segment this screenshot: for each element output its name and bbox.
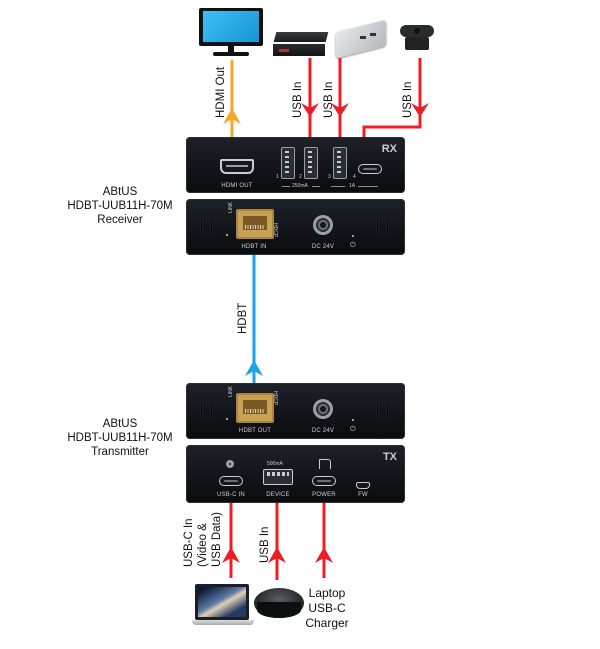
- link-led: [226, 234, 228, 236]
- usb-c-port-4[interactable]: [358, 164, 382, 174]
- usbc-in-label-line-1: USB-C In: [183, 518, 195, 567]
- usb-in-label-bottom: USB In: [259, 526, 271, 563]
- hdbt-arrowhead: [245, 360, 263, 376]
- power-led: [352, 419, 354, 421]
- led-indicator: [226, 460, 234, 468]
- webcam-icon: [400, 25, 434, 53]
- vent: [210, 401, 213, 417]
- group-label-250ma: 250mA: [292, 183, 308, 189]
- link-label: LINK: [228, 385, 234, 397]
- transmitter-rear-panel: LINK HDCP HDBT OUT DC 24V ⏻: [186, 383, 405, 439]
- hdmi-out-label: HDMI Out: [215, 66, 227, 118]
- hdbt-in-port[interactable]: [236, 209, 274, 239]
- receiver-label: ABtUS HDBT-UUB11H-70M Receiver: [55, 185, 185, 227]
- transmitter-type: Transmitter: [91, 446, 149, 458]
- usbc-in-label-line-3: USB Data): [211, 512, 223, 567]
- link-label: LINK: [228, 201, 234, 213]
- charger-line-3: Charger: [305, 616, 349, 630]
- receiver-model: HDBT-UUB11H-70M: [67, 200, 173, 212]
- usb-port-1[interactable]: [281, 147, 295, 179]
- fw-label: FW: [358, 492, 368, 498]
- hdbt-in-label: HDBT IN: [241, 244, 267, 250]
- usb-in-arrowhead-bottom: [268, 547, 286, 563]
- hdcp-label: HDCP: [272, 391, 278, 406]
- dc-24v-jack[interactable]: [313, 399, 333, 419]
- port-num-2: 2: [299, 174, 302, 180]
- monitor-icon: [199, 8, 263, 56]
- hdbt-out-port[interactable]: [236, 393, 274, 423]
- usb-in-label-1: USB In: [292, 81, 304, 118]
- link-led: [226, 418, 228, 420]
- usb-in-arrowhead-1: [301, 103, 319, 117]
- transmitter-front-panel: TX USB-C IN 500mA DEVICE POWER FW: [186, 445, 405, 503]
- speakerphone-icon: [254, 588, 304, 622]
- vent: [200, 217, 203, 233]
- power-usb-c-port[interactable]: [312, 476, 336, 486]
- device-current-label: 500mA: [267, 461, 283, 467]
- hdbt-label: HDBT: [237, 302, 249, 334]
- power-icon: ⏻: [350, 242, 356, 249]
- power-led: [352, 235, 354, 237]
- hdmi-out-port-label: HDMI OUT: [221, 183, 253, 189]
- vent: [200, 401, 203, 417]
- hdmi-out-arrowhead: [223, 108, 241, 124]
- hdbt-out-label: HDBT OUT: [238, 428, 272, 434]
- power-label: POWER: [312, 492, 336, 498]
- power-icon: ⏻: [350, 426, 356, 433]
- tx-tag: TX: [382, 451, 397, 463]
- power-plug-icon: [319, 459, 331, 469]
- device-label: DEVICE: [266, 492, 290, 498]
- receiver-type: Receiver: [97, 214, 143, 226]
- usb-in-arrowhead-2: [331, 103, 349, 117]
- charger-arrowhead: [315, 547, 333, 563]
- usb-c-in-port[interactable]: [219, 476, 243, 486]
- group-label-1a: 1A: [349, 183, 356, 189]
- transmitter-label: ABtUS HDBT-UUB11H-70M Transmitter: [55, 417, 185, 459]
- vent: [386, 401, 389, 417]
- usbc-in-label-line-2: (Video &: [197, 523, 209, 567]
- usb-in-label-2: USB In: [323, 81, 335, 118]
- vent: [210, 217, 213, 233]
- receiver-rear-panel: LINK HDCP HDBT IN DC 24V ⏻: [186, 199, 405, 255]
- laptop-icon: [192, 584, 254, 628]
- group-line-1b: [312, 186, 320, 187]
- transmitter-model: HDBT-UUB11H-70M: [67, 432, 173, 444]
- usbc-in-arrowhead: [222, 547, 240, 563]
- vent: [376, 401, 379, 417]
- port-num-4: 4: [353, 174, 356, 180]
- device-usb-port[interactable]: [263, 469, 293, 485]
- transmitter-brand: ABtUS: [102, 418, 138, 430]
- group-line-1a: [282, 186, 290, 187]
- av-switch-icon: [273, 32, 329, 58]
- group-line-2b: [358, 186, 378, 187]
- charger-line-2: USB-C: [308, 601, 346, 615]
- charger-label: Laptop USB-C Charger: [301, 586, 353, 631]
- receiver-front-panel: RX HDMI OUT 1 2 3 4 250mA 1A: [186, 137, 405, 193]
- hdmi-out-port[interactable]: [220, 159, 254, 174]
- port-num-1: 1: [276, 174, 279, 180]
- vent: [386, 217, 389, 233]
- usb-port-3[interactable]: [333, 147, 347, 179]
- usb-in-label-3: USB In: [402, 81, 414, 118]
- group-line-2a: [331, 186, 345, 187]
- dc-24v-jack[interactable]: [313, 215, 333, 235]
- rx-tag: RX: [381, 143, 397, 155]
- usb-hub-icon: [334, 19, 390, 59]
- receiver-brand: ABtUS: [102, 186, 138, 198]
- fw-micro-usb-port[interactable]: [356, 482, 370, 489]
- usb-in-arrowhead-3: [411, 103, 429, 117]
- hdcp-label: HDCP: [272, 223, 278, 238]
- port-num-3: 3: [328, 174, 331, 180]
- vent: [376, 217, 379, 233]
- dc-24v-label: DC 24V: [311, 428, 335, 434]
- charger-line-1: Laptop: [308, 586, 346, 600]
- usb-port-2[interactable]: [304, 147, 318, 179]
- usb-c-in-label: USB-C IN: [217, 492, 245, 498]
- dc-24v-label: DC 24V: [311, 244, 335, 250]
